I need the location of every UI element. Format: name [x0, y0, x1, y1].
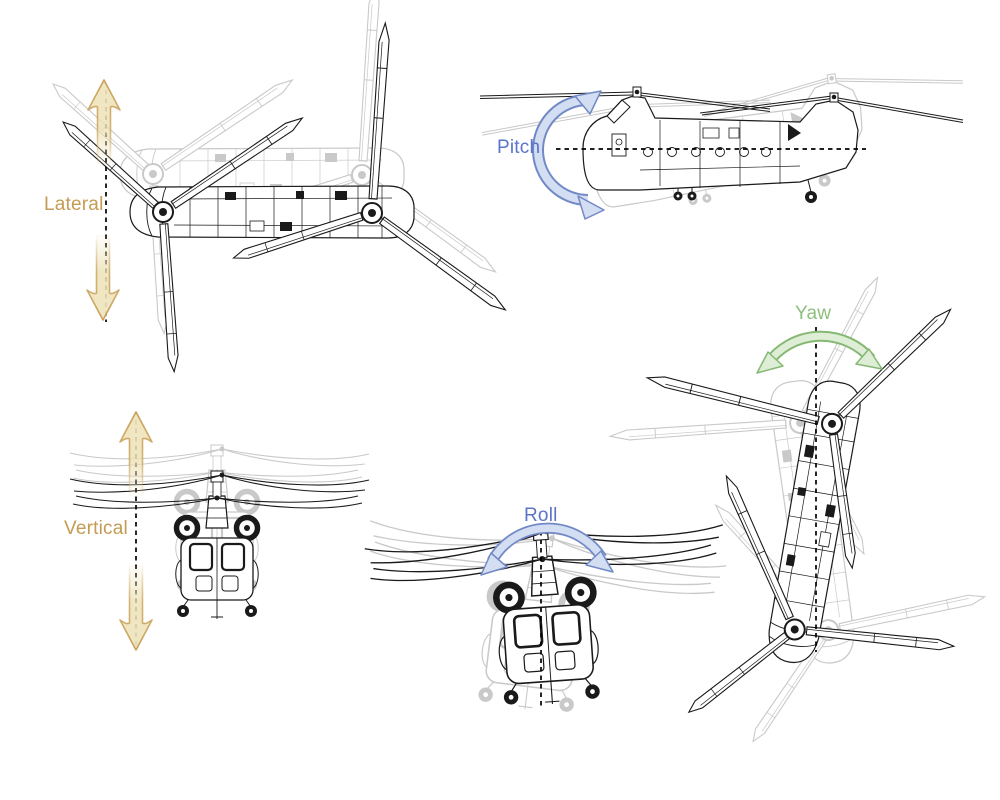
- vertical-figure: [70, 411, 369, 651]
- chinook-top-view-drawing: [60, 23, 508, 372]
- vertical-down-arrow-icon: [119, 565, 153, 651]
- chinook-front-view-drawing: [70, 471, 369, 619]
- yaw-curved-arrow-icon: [756, 330, 883, 374]
- lateral-down-arrow-icon: [86, 235, 120, 321]
- roll-curved-arrow-icon: [480, 522, 614, 576]
- lateral-figure: [50, 0, 508, 372]
- roll-figure: [350, 511, 735, 731]
- vertical-label: Vertical: [64, 518, 128, 539]
- lateral-label: Lateral: [44, 194, 104, 215]
- yaw-figure: [590, 257, 1000, 759]
- pitch-curved-arrow-icon: [532, 90, 605, 220]
- vertical-up-arrow-icon: [119, 411, 153, 497]
- pitch-figure: [479, 47, 977, 239]
- yaw-label: Yaw: [795, 303, 832, 324]
- pitch-label: Pitch: [497, 137, 541, 158]
- roll-label: Roll: [524, 505, 558, 526]
